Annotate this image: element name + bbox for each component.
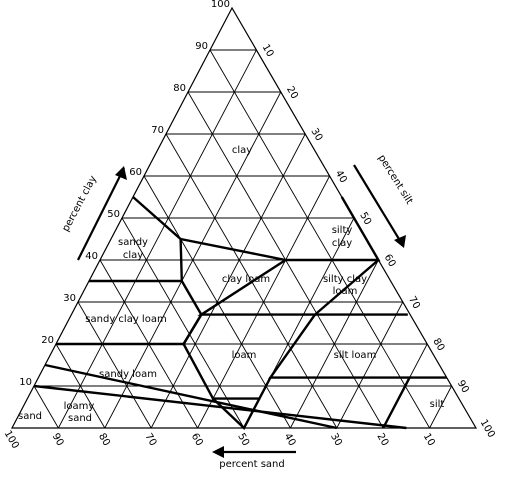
silt-tick-label: 50 xyxy=(357,210,373,227)
silt-tick-label: 40 xyxy=(333,168,349,185)
loam-label: loam xyxy=(232,350,257,361)
clay-tick-label: 50 xyxy=(107,209,120,220)
silt-tick-label: 80 xyxy=(430,336,446,353)
silt-tick-label: 60 xyxy=(382,252,398,269)
silt-gridline xyxy=(58,49,257,429)
clay-tick-label: 10 xyxy=(19,377,32,388)
silty-clay-loam-label: loam xyxy=(333,286,358,297)
texture-boundary xyxy=(33,384,407,430)
texture-boundary xyxy=(44,363,338,430)
sandy-clay-label: sandy xyxy=(118,237,148,248)
sand-tick-label: 20 xyxy=(374,431,390,448)
clay-axis-title: percent clay xyxy=(60,174,99,234)
sand-tick-label: 70 xyxy=(142,431,158,448)
silt-gridline xyxy=(429,385,452,429)
clay-tick-label: 90 xyxy=(195,41,208,52)
sand-gridline xyxy=(209,49,430,429)
silt-tick-label: 20 xyxy=(284,84,300,101)
silt-tick-label: 30 xyxy=(308,126,324,143)
silt-tick-label: 100 xyxy=(478,418,497,440)
sand-arrow xyxy=(212,446,296,458)
silty-clay-label: silty xyxy=(332,225,353,236)
loamy-sand-label: loamy xyxy=(64,401,95,412)
loamy-sand-label: sand xyxy=(68,413,92,424)
silt-tick-label: 90 xyxy=(455,378,471,395)
sand-tick-label: 90 xyxy=(50,431,66,448)
sand-gridline xyxy=(121,217,245,429)
sand-gridline xyxy=(55,343,106,429)
clay-tick-label: 100 xyxy=(211,0,230,10)
sand-tick-label: 40 xyxy=(282,431,298,448)
texture-boundary xyxy=(56,280,203,346)
clay-tick-label: 30 xyxy=(63,293,76,304)
clay-label: clay xyxy=(232,145,252,156)
silt-gridline xyxy=(150,133,306,429)
silt-label: silt xyxy=(430,399,445,410)
silt-gridline xyxy=(336,301,404,429)
sand-tick-label: 80 xyxy=(96,431,112,448)
silt-loam-label: silt loam xyxy=(334,350,377,361)
texture-boundary xyxy=(268,313,412,429)
axis-ticks: 100 90 80 70 60 50 40 30 20 10 10 20 30 40 50 60 70 80 90 1… xyxy=(2,0,497,451)
triangle-grid xyxy=(11,6,478,429)
clay-arrow xyxy=(77,166,127,261)
silty-clay-loam-label: silty clay xyxy=(323,274,367,285)
sandy-clay-label: clay xyxy=(123,250,143,261)
class-boundaries xyxy=(33,196,447,430)
sand-label: sand xyxy=(18,411,42,422)
clay-loam-label: clay loam xyxy=(222,274,270,285)
clay-tick-label: 20 xyxy=(41,335,54,346)
sand-axis-title: percent sand xyxy=(219,459,285,470)
sand-tick-label: 100 xyxy=(2,429,21,451)
silt-tick-label: 70 xyxy=(406,294,422,311)
clay-tick-label: 70 xyxy=(151,125,164,136)
clay-tick-label: 60 xyxy=(129,167,142,178)
sand-gridline xyxy=(33,385,59,429)
sand-gridline xyxy=(77,301,152,429)
texture-boundary xyxy=(197,258,380,316)
sandy-loam-label: sandy loam xyxy=(99,369,157,380)
texture-class-labels: clay silty clay sandy clay clay loam silty cla… xyxy=(18,145,444,424)
silty-clay-label: clay xyxy=(332,238,352,249)
silt-tick-label: 10 xyxy=(260,42,276,59)
silt-axis-title: percent silt xyxy=(376,153,415,207)
sand-tick-label: 10 xyxy=(421,431,437,448)
clay-tick-label: 40 xyxy=(85,251,98,262)
sand-tick-label: 60 xyxy=(189,431,205,448)
sandy-clay-loam-label: sandy clay loam xyxy=(85,314,166,325)
sand-tick-label: 50 xyxy=(235,431,251,448)
sand-tick-label: 30 xyxy=(328,431,344,448)
silt-gridline xyxy=(290,259,379,429)
clay-tick-label: 80 xyxy=(173,83,186,94)
silt-arrow xyxy=(353,164,406,248)
